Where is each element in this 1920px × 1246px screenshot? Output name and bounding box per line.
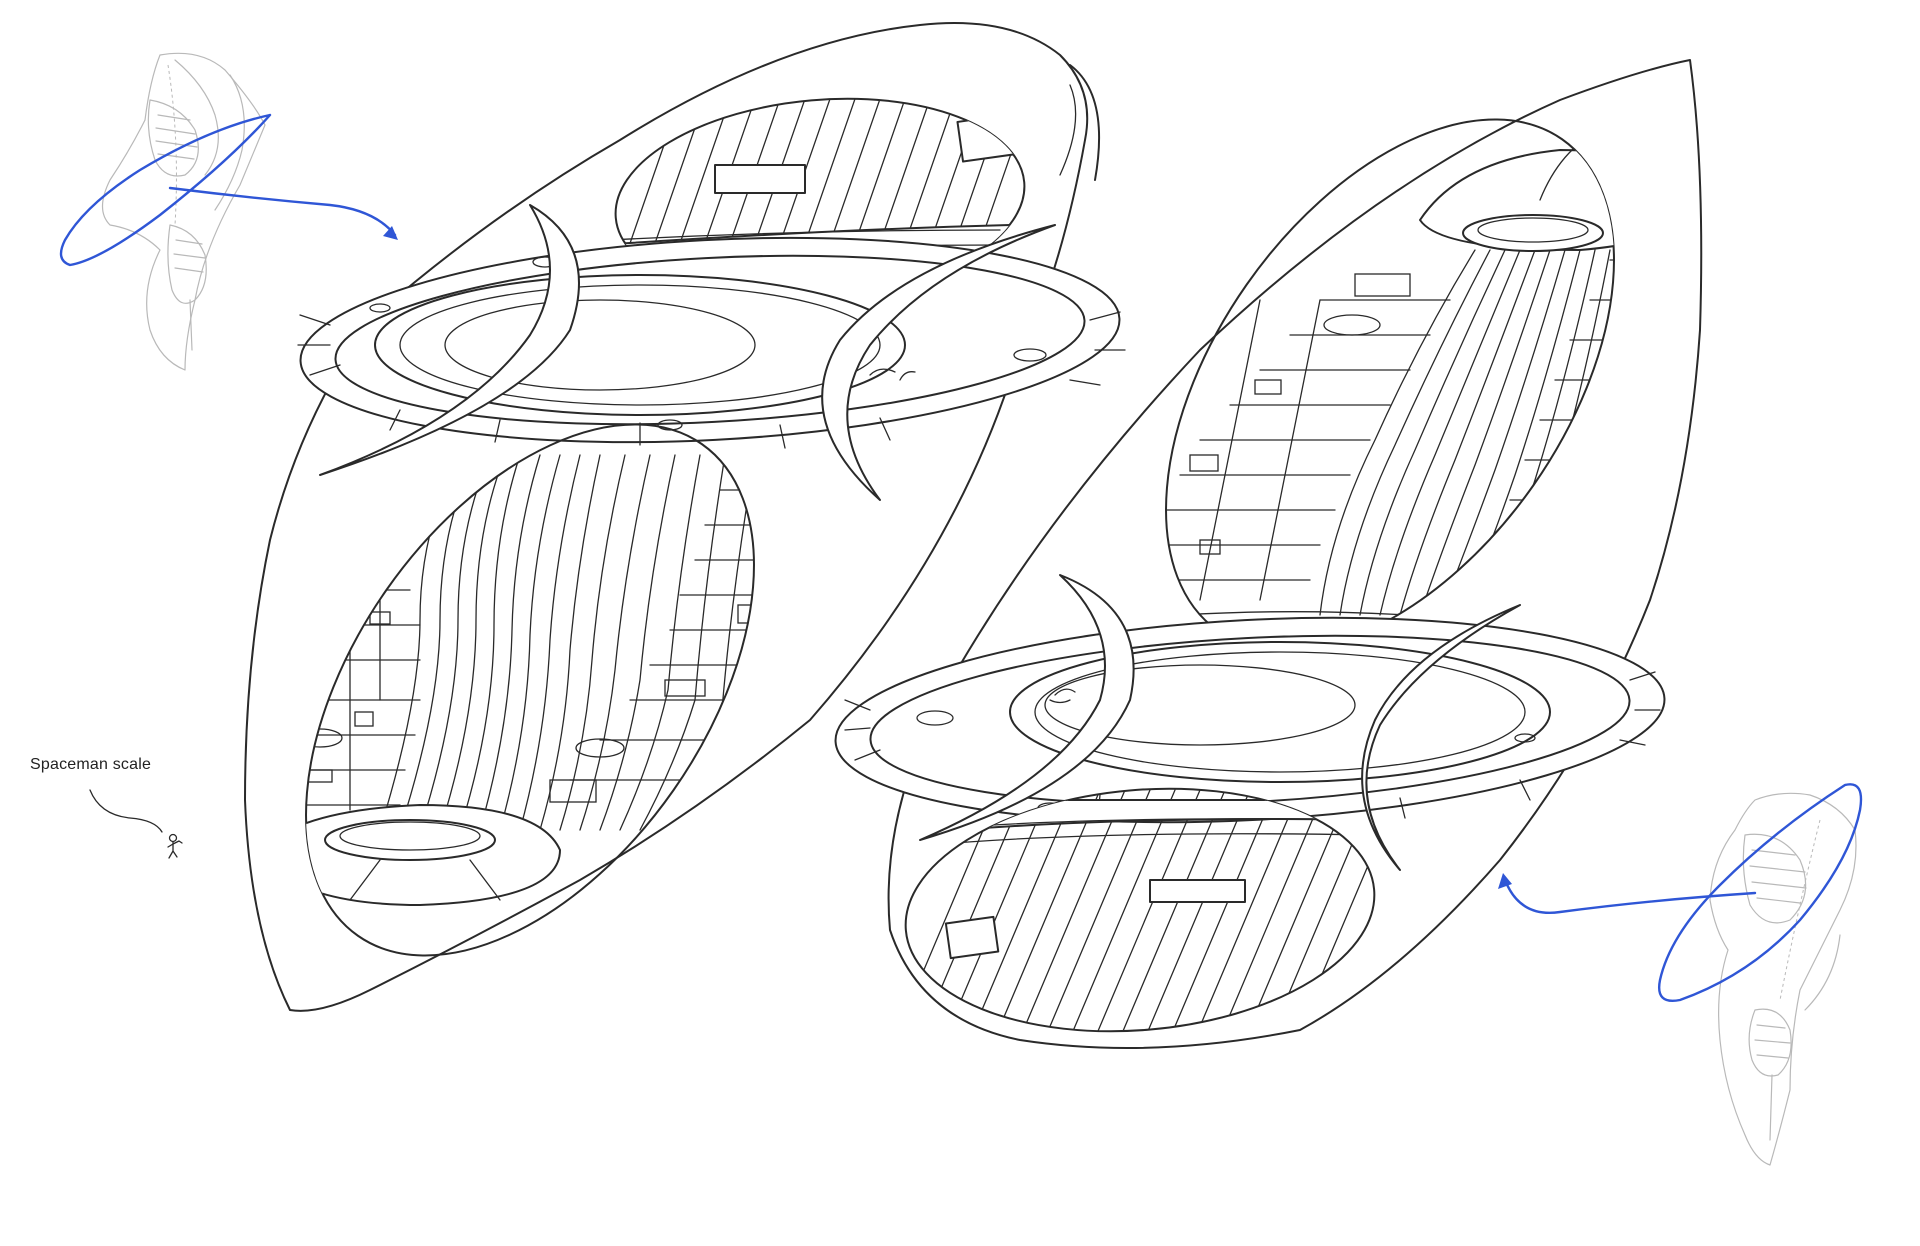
left-habitat — [239, 22, 1126, 1012]
spaceman-figure-icon — [167, 833, 183, 859]
right-habitat-thumbnail — [1709, 792, 1857, 1166]
spaceman-scale-marker — [89, 789, 183, 859]
left-highlight-loop — [59, 113, 398, 267]
left-habitat-thumbnail — [101, 52, 266, 371]
spaceman-scale-label: Spaceman scale — [30, 756, 152, 773]
right-habitat — [834, 59, 1706, 1051]
right-highlight-loop — [1498, 783, 1863, 1002]
